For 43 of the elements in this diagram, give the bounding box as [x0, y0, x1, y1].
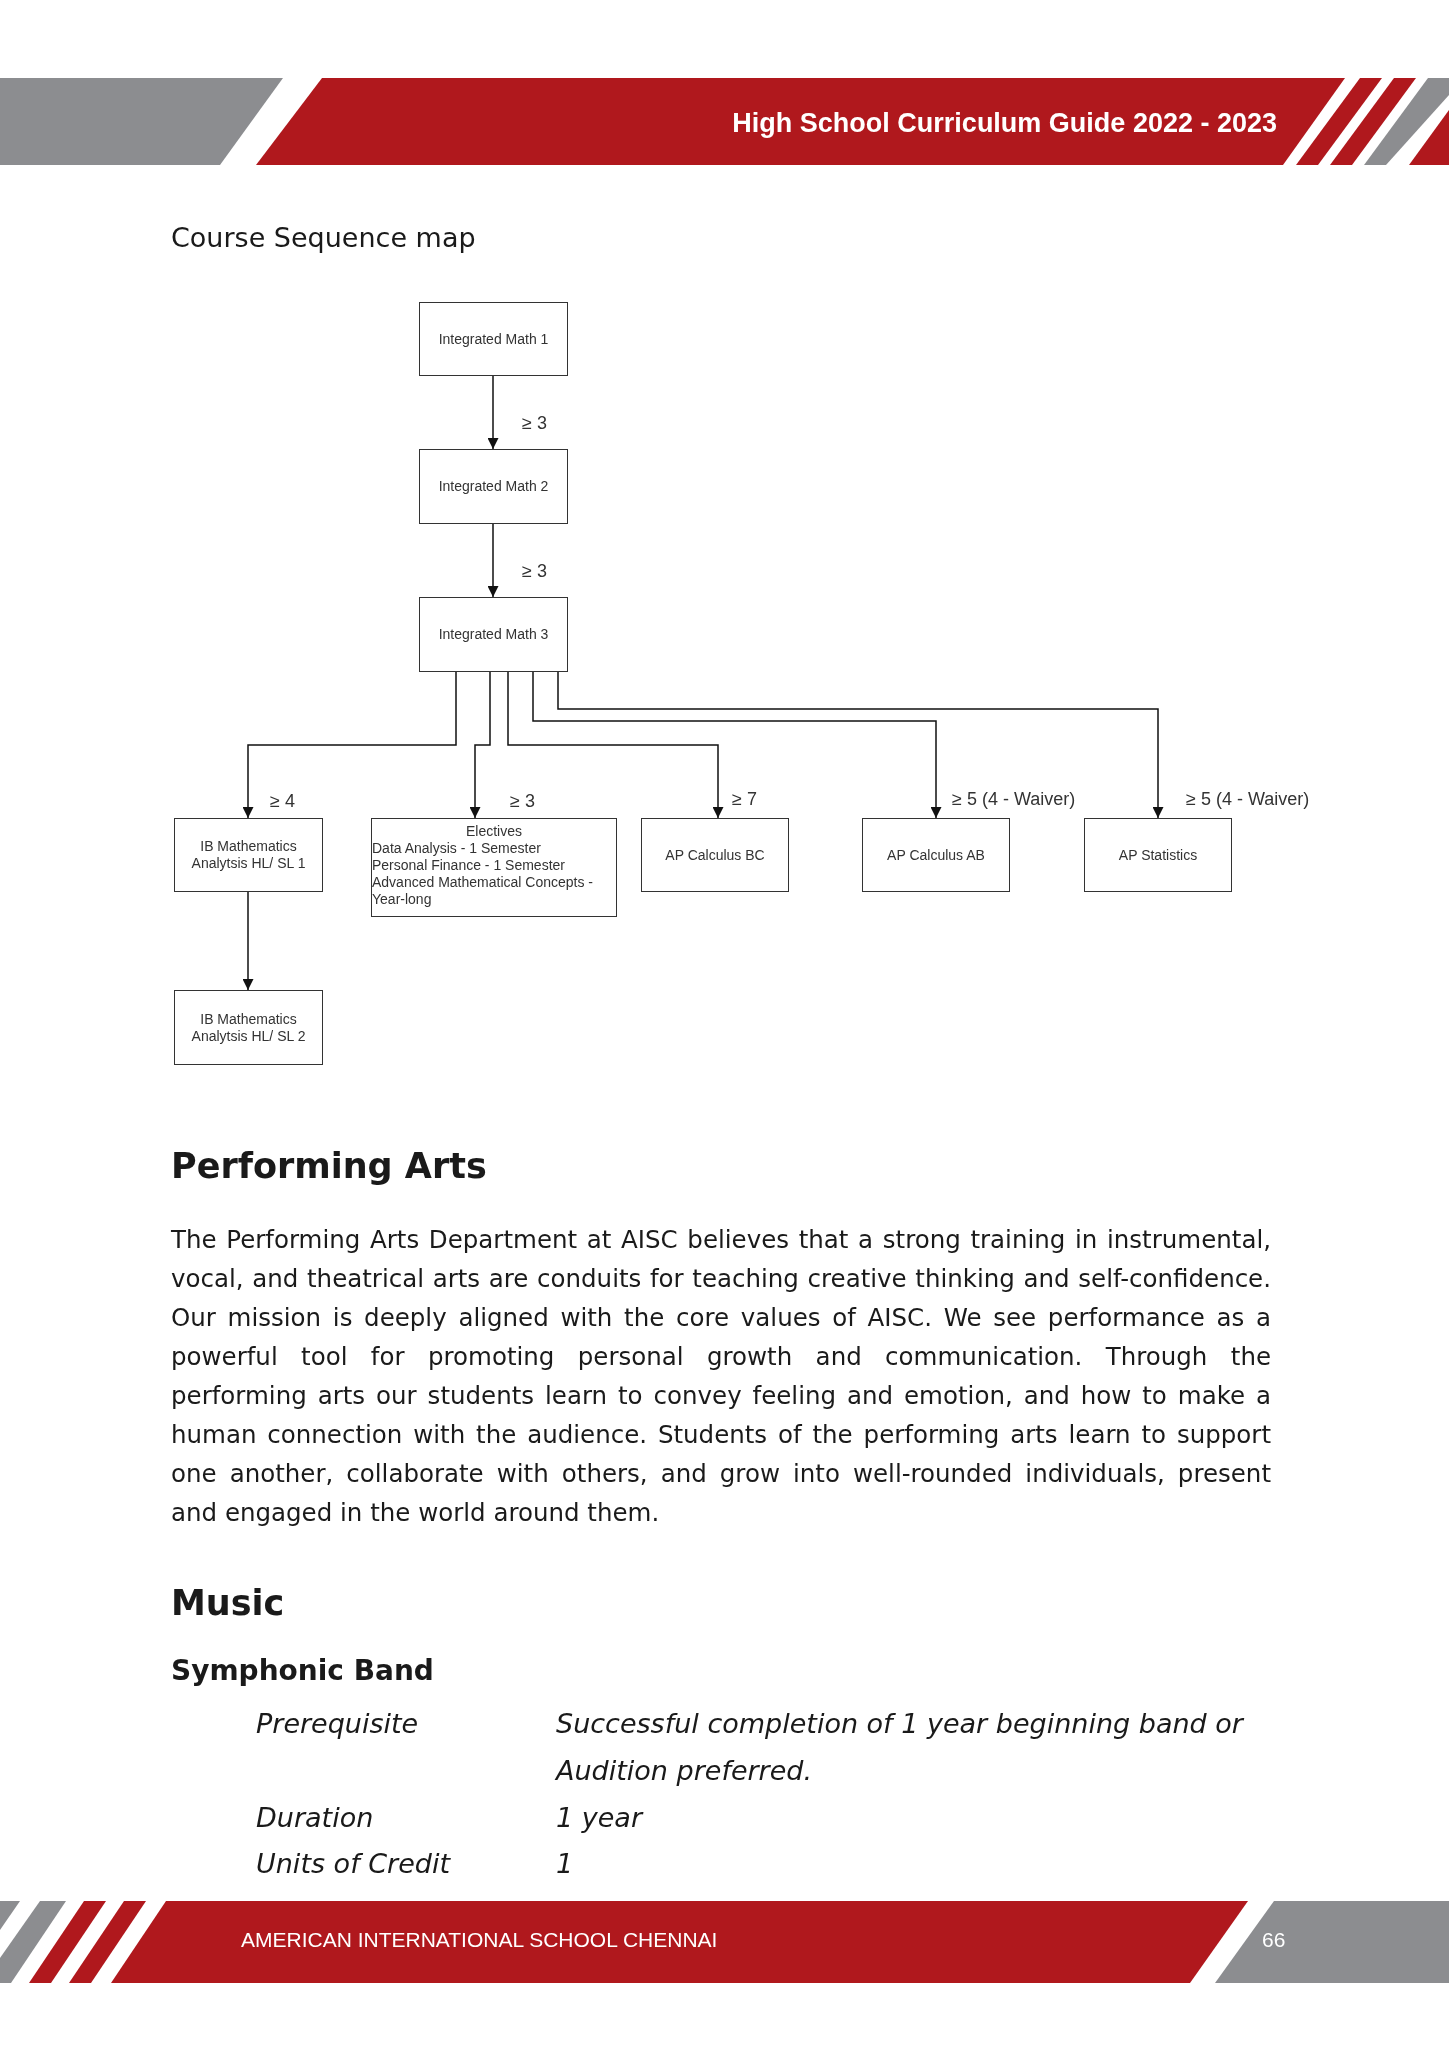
- arrow: [507, 671, 724, 819]
- header-title: High School Curriculum Guide 2022 - 2023: [731, 108, 1277, 139]
- list-item: Advanced Mathematical Concepts - Year-long: [372, 874, 594, 908]
- field-label: Duration: [256, 1801, 375, 1835]
- course-box: [419, 449, 568, 524]
- course-box: [371, 818, 617, 917]
- arrow: [532, 671, 942, 819]
- field-label: Prerequisite: [256, 1707, 420, 1741]
- course-box: [419, 597, 568, 672]
- arrow: [242, 671, 457, 819]
- course-name: IB Mathematics Analytsis HL/ SL 2: [190, 1010, 307, 1045]
- course-box: [419, 302, 568, 376]
- course-name: Integrated Math 2: [437, 478, 550, 495]
- course-name: AP Statistics: [1117, 846, 1199, 864]
- course-name: AP Calculus BC: [664, 846, 766, 864]
- paragraph: The Performing Arts Department at AISC believes that a strong training in instrumental, vocal, and theatrical arts are conduits for teaching creative thinking and self-confidence. Our mission is deeply aligned with the core values of AISC. We see performance as a powerful tool for promoting personal growth and communication. Through the performing arts our students learn to convey feeling and emotion, and how to make a human connection with the audience. Students of the performing arts learn to support one another, collaborate with others, and grow into well-rounded individuals, present and engaged in the world around them.: [171, 1224, 1271, 1529]
- arrow: [487, 375, 499, 450]
- field-value: Successful completion of 1 year beginning band or Audition preferred.: [556, 1707, 1245, 1788]
- section-heading: Performing Arts: [171, 1146, 488, 1186]
- field-label: Units of Credit: [256, 1847, 452, 1881]
- course-name: Integrated Math 3: [437, 626, 550, 643]
- course-name: Integrated Math 1: [437, 330, 550, 348]
- arrow: [469, 671, 491, 819]
- section-heading: Music: [171, 1583, 286, 1623]
- course-box: [641, 818, 789, 892]
- course-box: [862, 818, 1010, 892]
- list-item: Data Analysis - 1 Semester: [372, 840, 542, 857]
- field-value: 1: [556, 1847, 575, 1881]
- course-box: [174, 818, 323, 892]
- list-item: Personal Finance - 1 Semester: [372, 857, 566, 874]
- field-value: 1 year: [556, 1801, 645, 1835]
- diagram-title: Course Sequence map: [171, 222, 476, 253]
- course-box: [1084, 818, 1232, 892]
- course-box: [174, 990, 323, 1065]
- page-number: 66: [1262, 1928, 1287, 1952]
- course-name: IB Mathematics Analytsis HL/ SL 1: [190, 838, 307, 872]
- arrow: [557, 671, 1164, 819]
- arrow: [487, 523, 499, 598]
- box-heading: Electives: [465, 823, 523, 840]
- footer-text: AMERICAN INTERNATIONAL SCHOOL CHENNAI: [241, 1928, 719, 1952]
- arrow: [242, 891, 254, 991]
- subheading: Symphonic Band: [171, 1654, 435, 1687]
- course-name: AP Calculus AB: [886, 846, 986, 864]
